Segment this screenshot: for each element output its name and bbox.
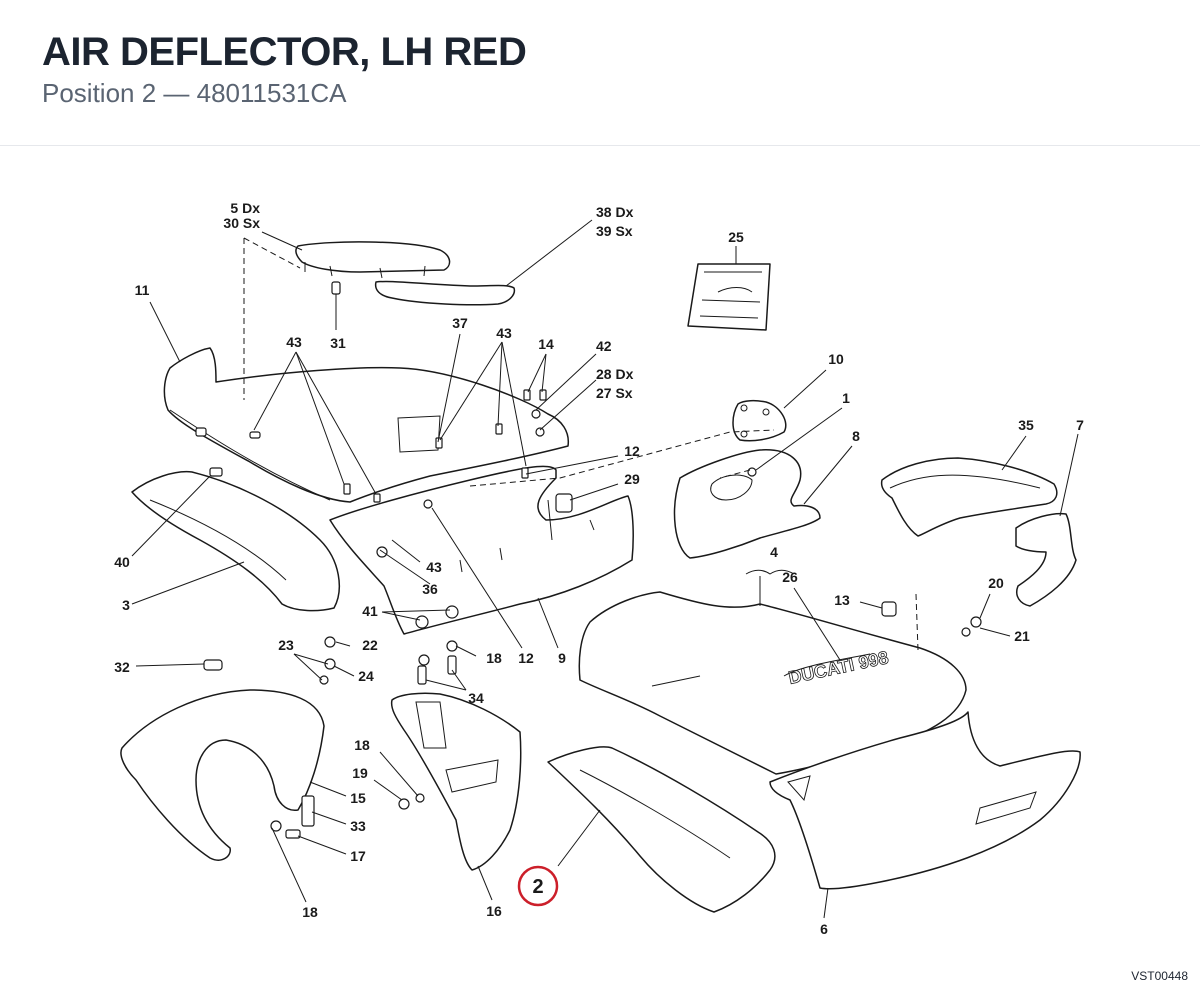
air-deflector-part (547, 746, 776, 913)
hardware-32 (203, 659, 223, 671)
callout-43b: 43 (496, 325, 512, 341)
lower-fairing-part (769, 711, 1081, 890)
callout-4: 4 (770, 544, 778, 560)
callout-32: 32 (114, 659, 130, 675)
callout-27sx: 27 Sx (596, 385, 633, 401)
callout-19: 19 (352, 765, 368, 781)
callout-43c: 43 (426, 559, 442, 575)
callout-15: 15 (350, 790, 366, 806)
callout-20: 20 (988, 575, 1004, 591)
callout-1: 1 (842, 390, 850, 406)
insert-33 (301, 795, 315, 827)
callout-37: 37 (452, 315, 468, 331)
assembly-lines (243, 237, 919, 651)
callout-18a: 18 (486, 650, 502, 666)
callout-40: 40 (114, 554, 130, 570)
callout-39sx: 39 Sx (596, 223, 633, 239)
callout-11: 11 (135, 282, 150, 298)
bracket-16 (390, 692, 522, 871)
callout-23: 23 (278, 637, 294, 653)
callout-16: 16 (486, 903, 502, 919)
callout-12a: 12 (624, 443, 640, 459)
seat-cover-part (295, 241, 451, 279)
callout-10: 10 (828, 351, 844, 367)
callout-22: 22 (362, 637, 378, 653)
callout-17: 17 (350, 848, 366, 864)
callout-25: 25 (728, 229, 744, 245)
callout-36: 36 (422, 581, 438, 597)
page-title: AIR DEFLECTOR, LH RED (42, 30, 527, 74)
callout-28dx: 28 Dx (596, 366, 634, 382)
tail-section-part (163, 347, 570, 503)
callout-9: 9 (558, 650, 566, 666)
callout-34: 34 (468, 690, 484, 706)
highlight-circle[interactable] (517, 865, 559, 907)
callout-26: 26 (782, 569, 798, 585)
callout-6: 6 (820, 921, 828, 937)
callout-3: 3 (122, 597, 130, 613)
highlight-label[interactable]: 2 (532, 876, 543, 898)
callout-42: 42 (596, 338, 612, 354)
callout-33: 33 (350, 818, 366, 834)
header: AIR DEFLECTOR, LH RED Position 2 — 48011… (0, 0, 1200, 146)
bracket-10 (732, 399, 787, 442)
callout-8: 8 (852, 428, 860, 444)
callout-labels: 5 Dx 30 Sx 38 Dx 39 Sx 25 11 31 37 43 43… (114, 200, 1084, 937)
callout-30sx: 30 Sx (223, 215, 260, 231)
front-mudguard-part (120, 689, 325, 861)
callout-24: 24 (358, 668, 374, 684)
callout-12b: 12 (518, 650, 534, 666)
reference-code: VST00448 (1131, 969, 1188, 983)
leader-lines (131, 219, 1079, 919)
callout-41: 41 (362, 603, 378, 619)
callout-18c: 18 (302, 904, 318, 920)
callout-35: 35 (1018, 417, 1034, 433)
callout-31: 31 (330, 335, 346, 351)
highlight-callout[interactable]: 2 (517, 865, 559, 907)
decal-card-part (687, 263, 771, 331)
gasket-part (673, 449, 821, 559)
trim-strip-part (374, 280, 516, 306)
main-fairing-part: DUCATI 998 (578, 591, 967, 775)
callout-7: 7 (1076, 417, 1084, 433)
bracket-7 (1015, 512, 1077, 607)
page-subtitle: Position 2 — 48011531CA (42, 78, 347, 108)
hardware-group (195, 389, 982, 839)
callout-13: 13 (834, 592, 850, 608)
callout-14: 14 (538, 336, 554, 352)
callout-38dx: 38 Dx (596, 204, 634, 220)
callout-5dx: 5 Dx (230, 200, 260, 216)
callout-21: 21 (1014, 628, 1030, 644)
bracket-35 (880, 457, 1058, 537)
under-tray-part (329, 465, 634, 635)
exploded-parts-diagram: DUCATI 998 (114, 200, 1084, 937)
callout-29: 29 (624, 471, 640, 487)
callout-18b: 18 (354, 737, 370, 753)
side-panel-part (131, 470, 341, 612)
clip-29 (555, 493, 573, 513)
callout-43a: 43 (286, 334, 302, 350)
screw-31 (331, 281, 341, 302)
